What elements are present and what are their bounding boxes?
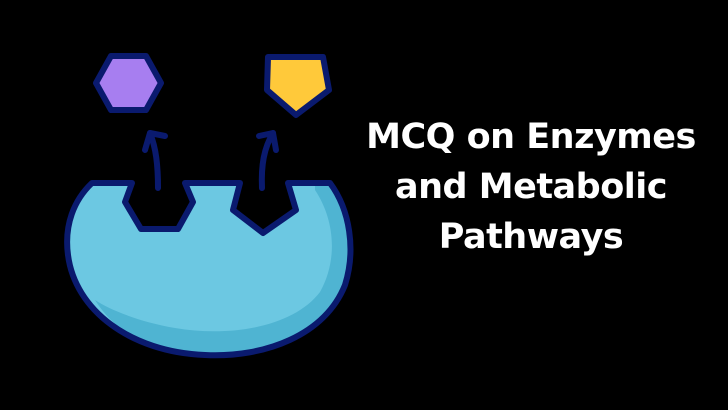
title-line-2: and Metabolic	[394, 167, 668, 207]
hexagon-substrate-icon	[93, 53, 164, 113]
page-title: MCQ on Enzymes and Metabolic Pathways	[362, 112, 700, 262]
enzyme-body	[64, 180, 354, 359]
arrow-up-left-icon	[142, 130, 168, 191]
title-line-1: MCQ on Enzymes	[366, 117, 696, 157]
title-line-3: Pathways	[438, 217, 624, 257]
arrow-up-right-icon	[256, 130, 279, 191]
pentagon-substrate-icon	[264, 54, 332, 118]
